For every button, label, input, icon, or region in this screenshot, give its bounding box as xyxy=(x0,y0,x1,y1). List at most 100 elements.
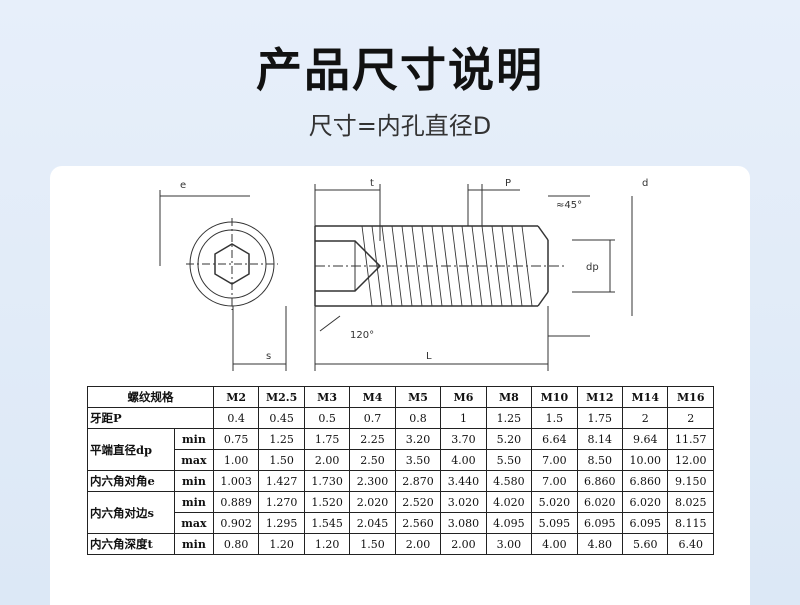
table-cell: 4.00 xyxy=(440,449,487,471)
label-l: L xyxy=(426,351,432,362)
table-cell: 2 xyxy=(622,407,669,429)
e-min-row: 内六角对角e min 1.003 1.427 1.730 2.300 2.870… xyxy=(87,470,714,492)
size-cell: M2.5 xyxy=(258,386,305,408)
e-min-label: min xyxy=(173,470,214,492)
table-cell: 4.00 xyxy=(531,533,578,555)
label-angle45: ≈45° xyxy=(556,200,582,211)
table-cell: 1.25 xyxy=(485,407,533,429)
table-cell: 2.25 xyxy=(349,428,396,450)
size-cell: M10 xyxy=(531,386,578,408)
table-cell: 1.5 xyxy=(531,407,578,429)
dp-max-label: max xyxy=(173,449,214,471)
table-cell: 12.00 xyxy=(667,449,714,471)
dp-min-row: 平端直径dp min 0.75 1.25 1.75 2.25 3.20 3.70… xyxy=(87,428,714,471)
table-cell: 0.45 xyxy=(258,407,305,429)
table-cell: 5.20 xyxy=(485,428,533,450)
t-min-row: 内六角深度t min 0.80 1.20 1.20 1.50 2.00 2.00… xyxy=(87,533,714,555)
spec-card: e t P d ≈45° dp 120° s L 螺纹规格 M2 M2.5 M3… xyxy=(50,166,750,605)
size-cell: M8 xyxy=(485,386,533,408)
table-cell: 0.889 xyxy=(212,491,260,513)
table-cell: 1.50 xyxy=(258,449,305,471)
table-cell: 2.045 xyxy=(349,512,396,534)
size-cell: M3 xyxy=(303,386,351,408)
table-cell: 6.095 xyxy=(576,512,624,534)
table-cell: 2.00 xyxy=(303,449,351,471)
table-cell: 2.870 xyxy=(394,470,442,492)
table-cell: 2.00 xyxy=(394,533,442,555)
table-cell: 1.270 xyxy=(258,491,305,513)
table-cell: 6.860 xyxy=(576,470,624,492)
pitch-row: 牙距P 0.4 0.45 0.5 0.7 0.8 1 1.25 1.5 1.75… xyxy=(87,407,714,429)
table-cell: 8.025 xyxy=(667,491,714,513)
t-label: 内六角深度t xyxy=(87,533,175,555)
table-cell: 6.40 xyxy=(667,533,714,555)
table-cell: 0.4 xyxy=(212,407,260,429)
size-cell: M2 xyxy=(212,386,260,408)
label-d: d xyxy=(642,178,648,189)
table-cell: 9.64 xyxy=(622,428,669,450)
table-cell: 5.50 xyxy=(485,449,533,471)
table-cell: 3.50 xyxy=(394,449,442,471)
s-max-row: max 0.902 1.295 1.545 2.045 2.560 3.080 … xyxy=(88,512,714,534)
table-cell: 3.20 xyxy=(394,428,442,450)
table-cell: 1.75 xyxy=(303,428,351,450)
table-cell: 7.00 xyxy=(531,470,578,492)
size-cell: M5 xyxy=(394,386,442,408)
s-min-label: min xyxy=(173,491,214,513)
t-min-label: min xyxy=(173,533,214,555)
table-cell: 6.020 xyxy=(622,491,669,513)
table-cell: 6.860 xyxy=(622,470,669,492)
table-cell: 9.150 xyxy=(667,470,714,492)
table-cell: 6.095 xyxy=(622,512,669,534)
size-cell: M6 xyxy=(440,386,487,408)
e-label: 内六角对角e xyxy=(87,470,175,492)
table-cell: 1.20 xyxy=(303,533,351,555)
dp-min-label: min xyxy=(173,428,214,450)
table-cell: 1.730 xyxy=(303,470,351,492)
table-cell: 3.020 xyxy=(440,491,487,513)
table-cell: 11.57 xyxy=(667,428,714,450)
table-cell: 2.300 xyxy=(349,470,396,492)
table-cell: 8.115 xyxy=(667,512,714,534)
table-cell: 5.60 xyxy=(622,533,669,555)
table-cell: 1.20 xyxy=(258,533,305,555)
table-cell: 0.8 xyxy=(394,407,442,429)
table-cell: 1.75 xyxy=(576,407,624,429)
table-cell: 2.50 xyxy=(349,449,396,471)
table-cell: 1.427 xyxy=(258,470,305,492)
table-cell: 0.80 xyxy=(212,533,260,555)
label-s: s xyxy=(266,351,271,362)
label-dp: dp xyxy=(586,262,599,273)
s-label: 内六角对边s xyxy=(87,491,175,534)
table-cell: 4.80 xyxy=(576,533,624,555)
table-cell: 7.00 xyxy=(531,449,578,471)
table-cell: 1 xyxy=(440,407,487,429)
table-cell: 1.295 xyxy=(258,512,305,534)
s-min-row: 内六角对边s min 0.889 1.270 1.520 2.020 2.520… xyxy=(87,491,714,534)
table-cell: 3.440 xyxy=(440,470,487,492)
table-cell: 0.7 xyxy=(349,407,396,429)
table-cell: 5.095 xyxy=(531,512,578,534)
table-cell: 0.75 xyxy=(212,428,260,450)
table-cell: 10.00 xyxy=(622,449,669,471)
dp-max-row: max 1.00 1.50 2.00 2.50 3.50 4.00 5.50 7… xyxy=(88,449,714,471)
table-cell: 8.14 xyxy=(576,428,624,450)
table-cell: 4.095 xyxy=(485,512,533,534)
table-cell: 3.00 xyxy=(485,533,533,555)
table-cell: 1.50 xyxy=(349,533,396,555)
table-cell: 1.25 xyxy=(258,428,305,450)
table-cell: 2.00 xyxy=(440,533,487,555)
table-cell: 1.545 xyxy=(303,512,351,534)
header-row: 螺纹规格 M2 M2.5 M3 M4 M5 M6 M8 M10 M12 M14 … xyxy=(87,386,714,408)
table-cell: 6.020 xyxy=(576,491,624,513)
dp-label: 平端直径dp xyxy=(87,428,175,471)
table-cell: 5.020 xyxy=(531,491,578,513)
table-cell: 6.64 xyxy=(531,428,578,450)
table-cell: 1.003 xyxy=(212,470,260,492)
pitch-label: 牙距P xyxy=(87,407,214,429)
size-cell: M4 xyxy=(349,386,396,408)
s-max-label: max xyxy=(173,512,214,534)
table-cell: 1.520 xyxy=(303,491,351,513)
table-cell: 2.520 xyxy=(394,491,442,513)
